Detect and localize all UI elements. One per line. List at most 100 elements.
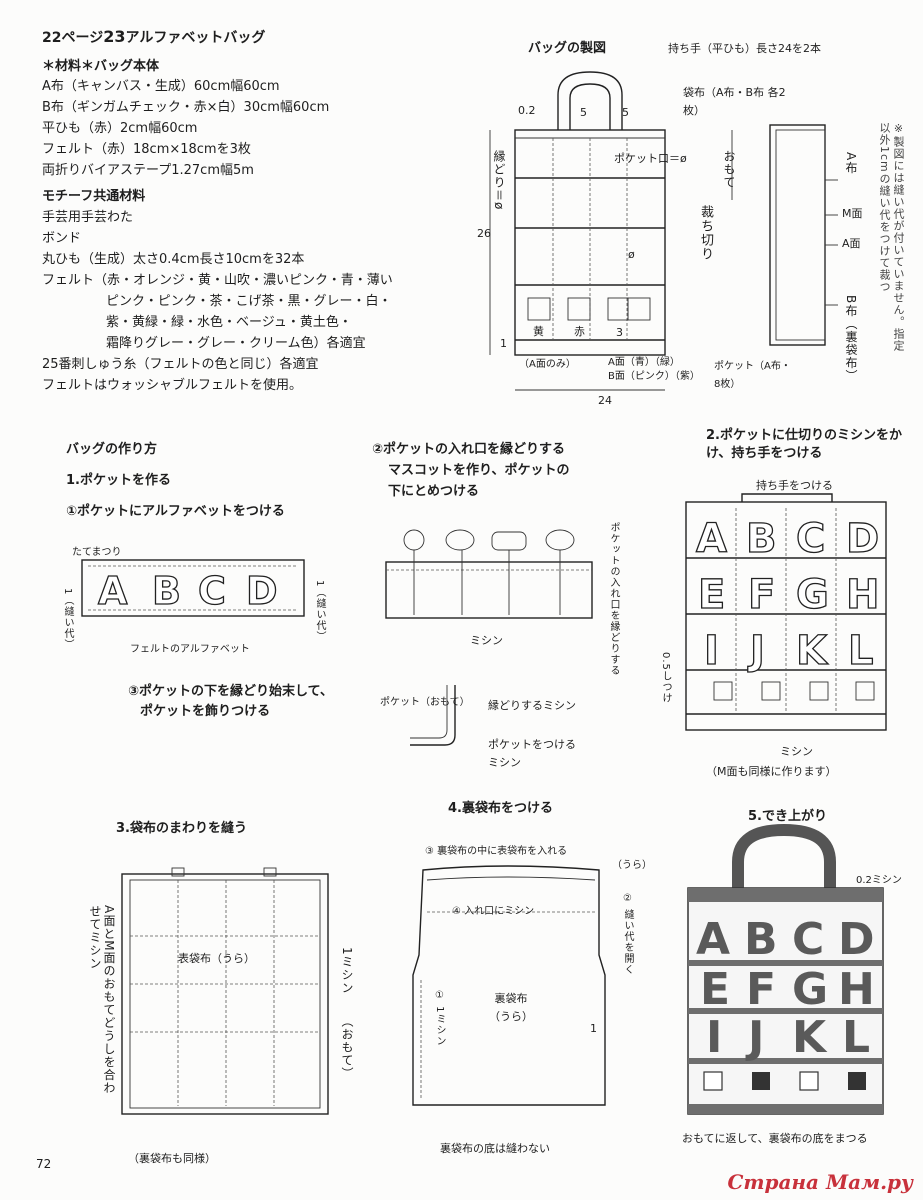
grid-letter: L [848, 628, 874, 674]
step1-title: 1.ポケットを作る [66, 473, 171, 488]
grid-letter: H [846, 572, 879, 618]
step3-side-label: A面とM面のおもてどうしを合わせてミシン [88, 905, 116, 1095]
motif-item: フェルト（赤・オレンジ・黄・山吹・濃いピンク・青・薄い [42, 273, 393, 288]
page-number: 72 [36, 1157, 52, 1171]
binding-label: 縁どり＝ø [492, 150, 506, 211]
handle-label: 持ち手（平ひも）長さ24を2本 [668, 42, 821, 55]
height-dim: 26 [477, 227, 491, 240]
motif-item: フェルトはウォッシャブルフェルトを使用。 [42, 378, 303, 393]
lining-label: 裏袋布（うら） [489, 992, 533, 1023]
mishin-02-label: 0.2ミシン [856, 875, 902, 886]
finished-letter: B [744, 914, 778, 965]
omote-label: （おもて） [340, 1015, 354, 1080]
apple-mascot [403, 529, 425, 551]
dim-label: 5 [580, 106, 587, 119]
side-a2-label: A面 [842, 237, 861, 250]
motif-item: 手芸用手芸わた [42, 210, 134, 225]
pocket-letters-diagram: A B C D [81, 559, 305, 617]
a-face-label: A面（青）（緑） [608, 357, 680, 368]
mascot-diagram [385, 529, 593, 619]
step2-letters: A B C D E F G H I J K L [695, 515, 880, 701]
dim-label: 1 [500, 337, 507, 350]
grid-letter: F [748, 572, 775, 618]
seam-allowance-label: 1（縫い代） [314, 580, 325, 643]
car-mascot [491, 531, 527, 551]
b-face-label: B面（ピンク）（紫） [608, 371, 700, 382]
page-ref: 22ページ [42, 30, 104, 46]
grid-letter: E [698, 572, 725, 618]
side-m-label: M面 [842, 207, 863, 220]
finish-note: おもてに返して、裏袋布の底をまつる [682, 1132, 868, 1145]
step2-diagram [685, 493, 887, 731]
finished-letter: E [700, 964, 730, 1015]
step1-2-title: マスコットを作り、ポケットの [388, 463, 570, 478]
step4-1-label: ① 1ミシン [434, 990, 445, 1047]
finished-letter: L [842, 1012, 870, 1063]
motif-item: 丸ひも（生成）太さ0.4cm長さ10cmを32本 [42, 252, 305, 267]
motif-heading: モチーフ共通材料 [42, 189, 146, 204]
watermark: Страна Мам.ру [727, 1170, 913, 1194]
width-dim: 24 [598, 394, 612, 407]
grid-letter: A [696, 516, 727, 562]
grid-letter: I [704, 628, 719, 674]
pocket-letter: D [246, 569, 278, 613]
grid-letter: B [746, 516, 777, 562]
step1-2-title: ②ポケットの入れ口を縁どりする [372, 442, 566, 457]
pattern-title: バッグの製図 [528, 41, 607, 56]
material-item: フェルト（赤）18cm×18cmを3枚 [42, 142, 251, 157]
body-label: 袋布（A布・B布 各2枚） [683, 86, 786, 117]
omote-label: おもて [722, 150, 736, 189]
pocket-opening-label: ポケット口＝ø [614, 152, 687, 165]
material-item: 平ひも（赤）2cm幅60cm [42, 121, 198, 136]
grid-letter: D [846, 516, 879, 562]
step1-3-title: ポケットを飾りつける [140, 704, 271, 719]
finished-letter: C [792, 914, 824, 965]
grid-letter: J [747, 628, 765, 674]
binding-mishin-label: 縁どりするミシン [488, 699, 576, 712]
materials-heading: ＊材料＊バッグ本体 [42, 59, 160, 74]
finished-letter: I [706, 1012, 722, 1063]
step4-3-label: ③ 裏袋布の中に表袋布を入れる [425, 846, 568, 857]
step4-diagram [412, 865, 606, 1106]
motif-item: ピンク・ピンク・茶・こげ茶・黒・グレー・白・ [106, 294, 392, 309]
pattern-note: ※製図には縫い代が付いていません。指定以外1cmの縫い代をつけて裁つ [878, 122, 905, 352]
material-item: 両折りバイアステープ1.27cm幅5m [42, 163, 254, 178]
side-a1-label: A布 [844, 152, 858, 175]
step4-4-label: ④ 入れ口にミシン [452, 906, 535, 917]
finished-letter: G [792, 964, 828, 1015]
finished-letter: H [838, 964, 875, 1015]
no-sew-label: 裏袋布の底は縫わない [440, 1142, 550, 1155]
tate-label: たてまつり [72, 547, 122, 558]
yellow-label: 黄 [533, 325, 544, 338]
bird-mascot [445, 529, 475, 551]
dim-label: 0.2 [518, 104, 536, 117]
material-item: A布（キャンバス・生成）60cm幅60cm [42, 79, 280, 94]
step4-2-label: ② 縫い代を開く [622, 893, 633, 976]
motif-item: 25番刺しゅう糸（フェルトの色と同じ）各適宜 [42, 357, 319, 372]
attach-mishin-label: ポケットをつけるミシン [488, 738, 576, 769]
m-same-label: （M面も同様に作ります） [706, 765, 837, 778]
pocket-cloth-label: ポケット（A布・8枚） [714, 361, 791, 390]
howto-title: バッグの作り方 [66, 442, 158, 457]
dim-label: 1 [590, 1022, 597, 1035]
item-number: 23 [103, 27, 126, 46]
pocket-letter: C [198, 569, 226, 613]
dim-label: 5 [622, 106, 629, 119]
handle-attach-label: 持ち手をつける [756, 479, 833, 492]
lining-same-label: （裏袋布も同様） [128, 1152, 216, 1165]
binding-detail [410, 685, 456, 746]
step1-3-title: ③ポケットの下を縁どり始末して、 [128, 684, 333, 699]
finished-bag-letters: A B C D E F G H I J K L [696, 914, 875, 1091]
side-b-label: B布（裏袋布） [844, 295, 858, 383]
motif-item: 霜降りグレー・グレー・クリーム色）各適宜 [106, 336, 366, 351]
mishin-label: ミシン [470, 634, 503, 647]
grid-letter: G [796, 572, 829, 618]
pocket-letter: B [152, 569, 181, 613]
red-label: 赤 [574, 325, 585, 338]
motif-item: 紫・黄緑・緑・水色・ベージュ・黄土色・ [106, 315, 352, 330]
mishin-label: ミシン [780, 745, 813, 758]
layer-diagram [769, 124, 838, 346]
step1-1-title: ①ポケットにアルファベットをつける [66, 504, 285, 519]
cut-label: 裁ち切り [698, 205, 713, 261]
pocket-mouth-label: ポケットの入れ口を縁どりする [608, 522, 619, 676]
